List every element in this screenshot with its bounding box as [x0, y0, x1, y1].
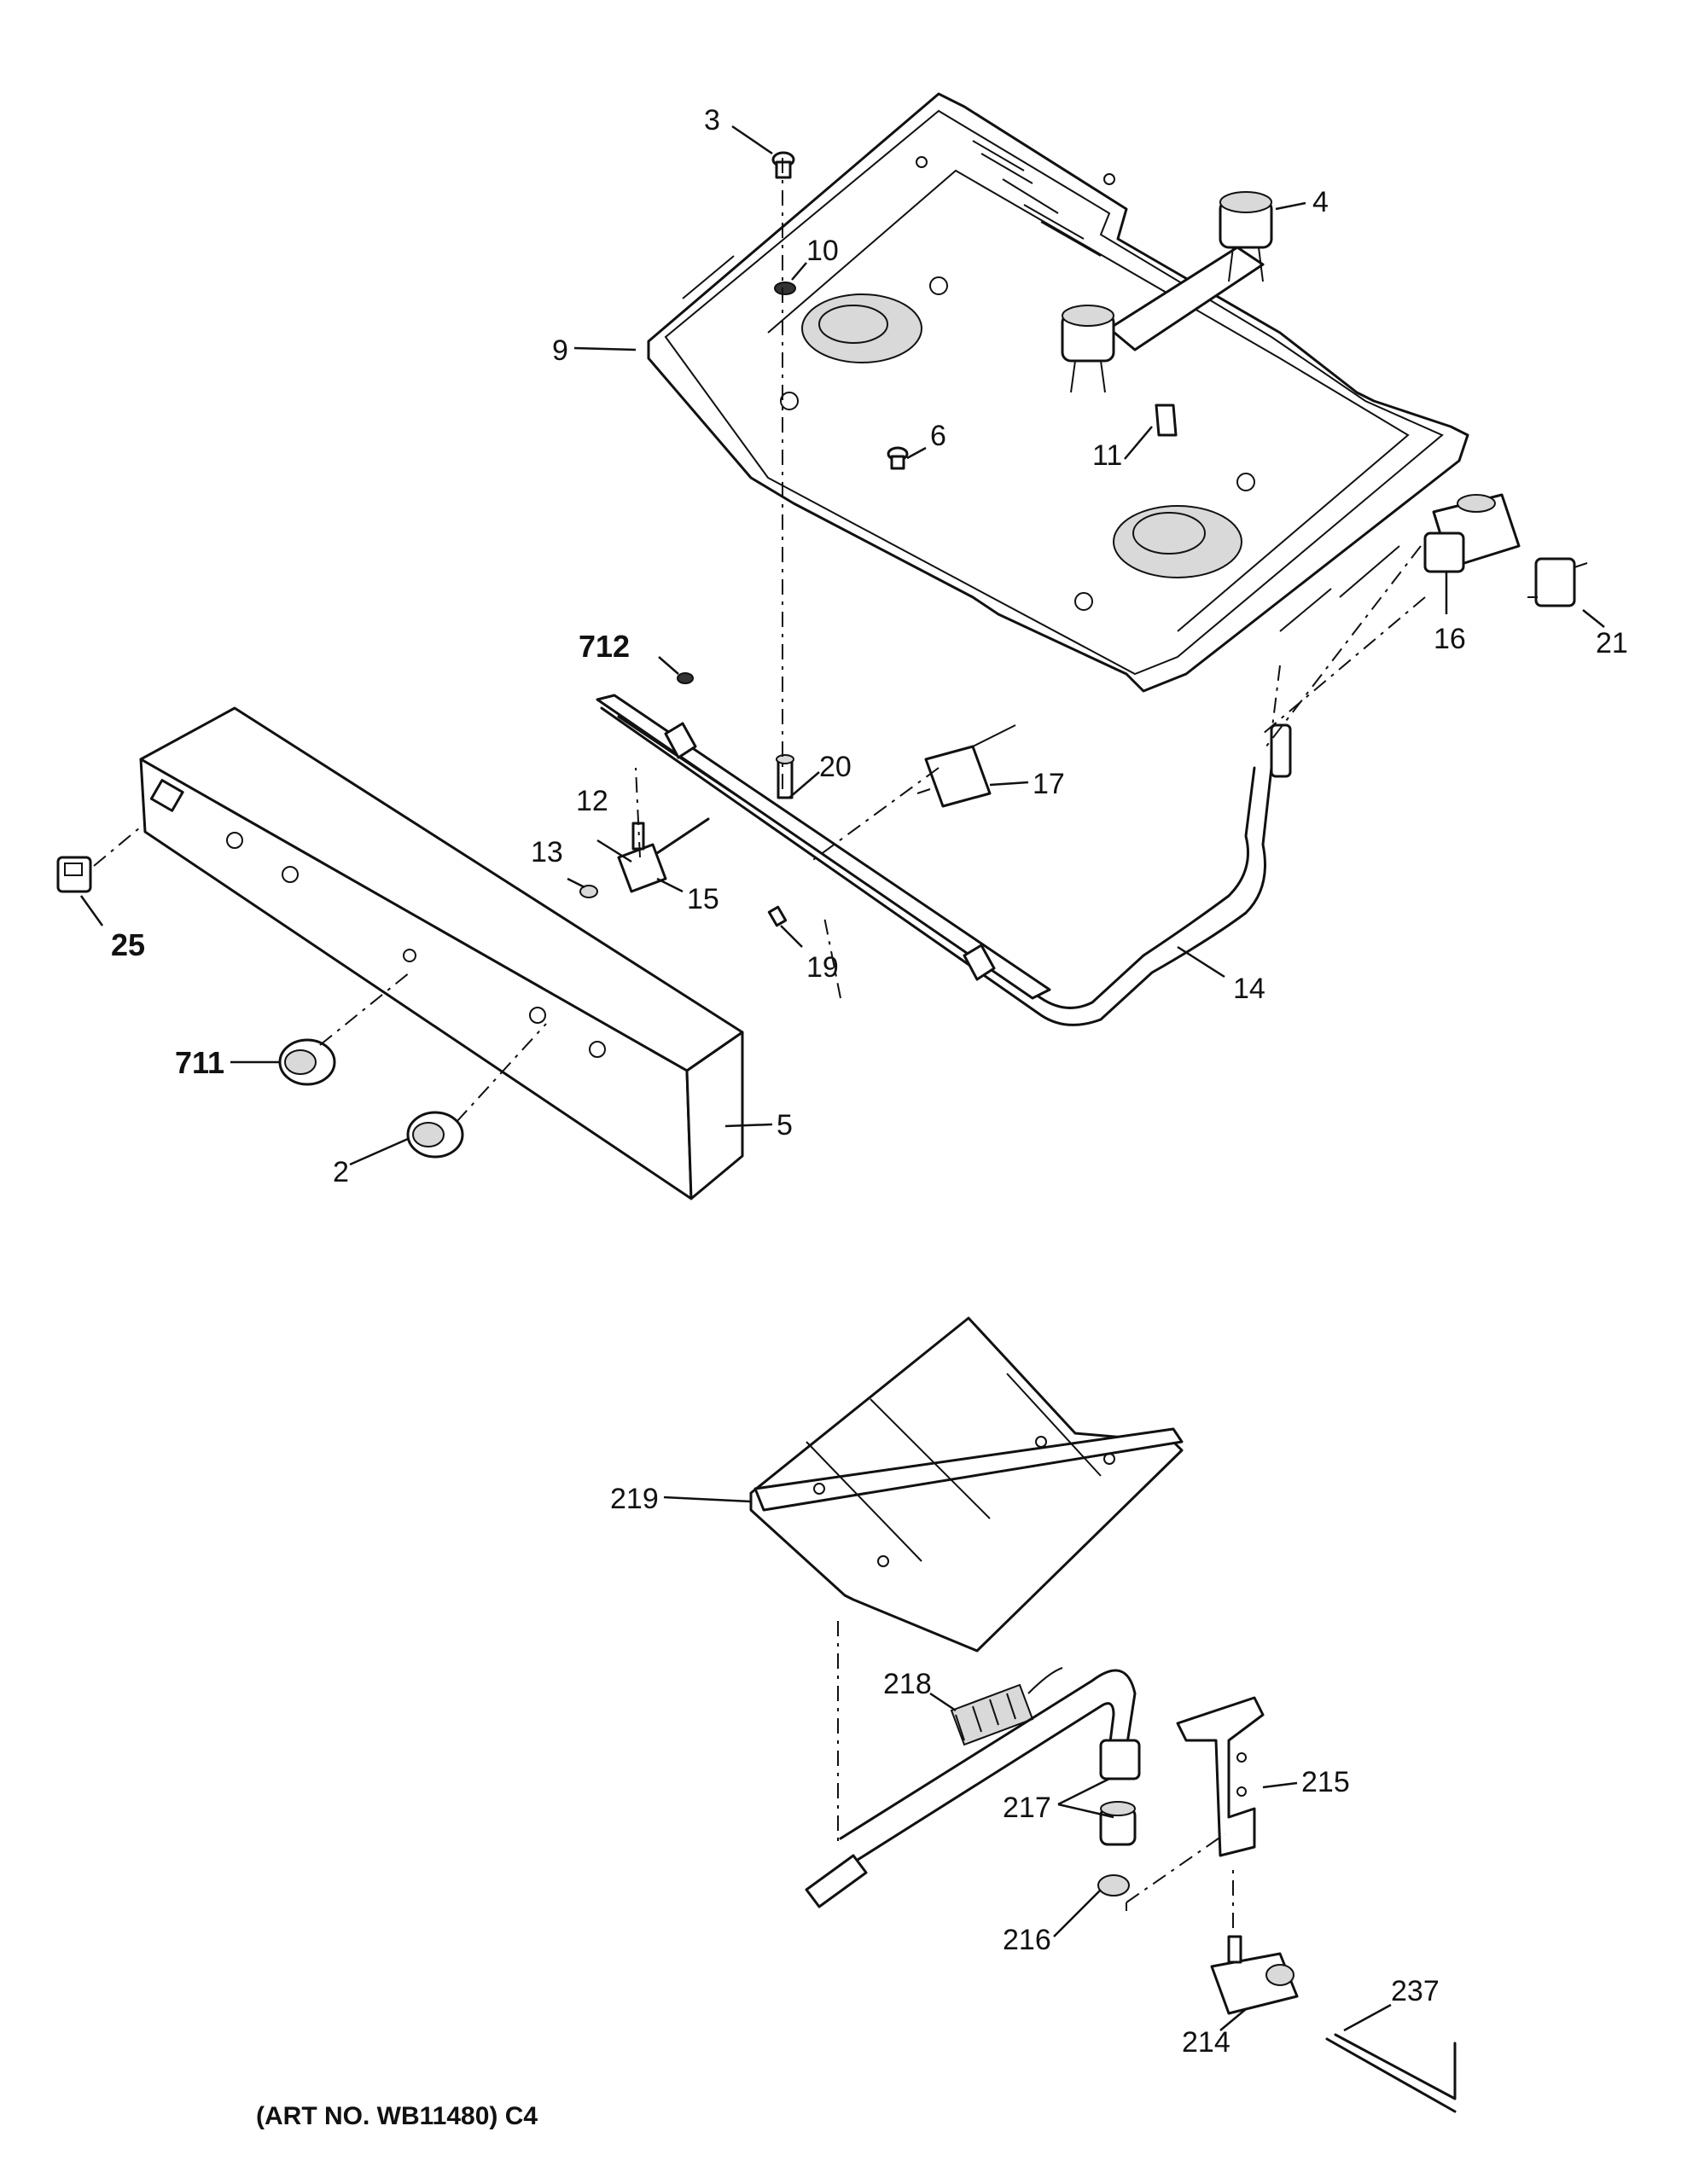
switch-part-25 [56, 856, 92, 893]
callout-17: 17 [1033, 768, 1065, 800]
tube-part-237 [1334, 2033, 1457, 2100]
oven-bottom-plate-part-219 [749, 1316, 1184, 1653]
callout-19: 19 [806, 951, 839, 984]
callout-10: 10 [806, 235, 839, 267]
callout-712: 712 [579, 629, 630, 664]
burner-valve-assembly-part-4 [1061, 191, 1273, 393]
igniter-part-218 [950, 1667, 1063, 1746]
callout-3: 3 [704, 104, 720, 136]
oven-valve-part-214 [1210, 1935, 1299, 2015]
callout-215: 215 [1301, 1766, 1350, 1798]
switch-part-21 [1527, 557, 1588, 607]
callout-218: 218 [883, 1668, 932, 1700]
callout-219: 219 [610, 1483, 659, 1515]
callout-25: 25 [111, 927, 145, 962]
callout-4: 4 [1312, 186, 1329, 218]
screw-part-6 [887, 446, 909, 470]
switch-part-17 [916, 724, 1016, 808]
callout-5: 5 [777, 1109, 793, 1141]
manifold-tube-part-14 [600, 706, 1290, 1026]
callout-21: 21 [1596, 627, 1628, 659]
callout-2: 2 [333, 1156, 349, 1188]
callout-15: 15 [687, 883, 719, 915]
callout-217: 217 [1003, 1792, 1051, 1824]
callout-14: 14 [1233, 973, 1265, 1005]
callout-214: 214 [1182, 2026, 1230, 2059]
callout-labels: 3 4 10 9 6 11 16 21 712 20 17 12 13 15 2… [111, 104, 1628, 2130]
grommet-part-10 [774, 282, 796, 295]
callout-12: 12 [576, 785, 608, 817]
callout-11: 11 [1092, 439, 1122, 472]
burner-box-part-9 [647, 92, 1469, 693]
alignment-lines [93, 158, 1426, 1928]
leader-lines [79, 125, 1605, 2032]
bracket-part-215 [1176, 1696, 1265, 1857]
control-panel-part-5 [139, 706, 744, 1200]
screw-part-712 [677, 672, 694, 684]
callout-13: 13 [531, 836, 563, 868]
callout-16: 16 [1434, 623, 1466, 655]
oven-burner-tube [839, 1669, 1137, 1840]
screw-part-19 [767, 905, 788, 927]
orifice-holder-part-217 [1099, 1801, 1137, 1846]
manifold-bracket [596, 694, 1051, 1000]
nut-part-216 [1097, 1874, 1130, 1896]
callout-711: 711 [175, 1045, 224, 1080]
knob-part-711 [278, 1038, 336, 1086]
callout-20: 20 [819, 751, 852, 783]
callout-237: 237 [1391, 1975, 1440, 2007]
orifice-pin-part-20 [776, 754, 794, 799]
knob-part-2 [406, 1111, 464, 1159]
callout-216: 216 [1003, 1924, 1051, 1956]
callout-9: 9 [552, 334, 568, 367]
clip-part-11 [1155, 404, 1178, 437]
pressure-regulator-part-16 [1423, 493, 1521, 573]
valve-part-15 [617, 817, 710, 893]
nut-part-13 [579, 885, 598, 898]
art-number-caption: (ART NO. WB11480) C4 [256, 2102, 538, 2130]
callout-6: 6 [930, 420, 946, 452]
